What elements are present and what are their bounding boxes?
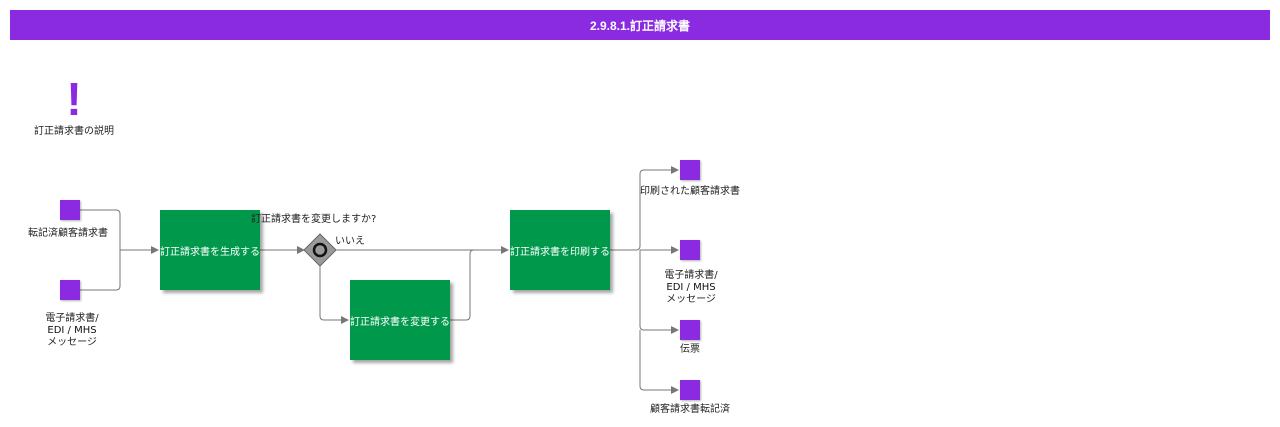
task-print[interactable]: 訂正請求書を印刷する <box>510 210 610 290</box>
diagram-title: 2.9.8.1.訂正請求書 <box>589 18 691 33</box>
connector-input1-to-generate <box>80 209 159 254</box>
connector-print-to-voucher <box>639 250 679 334</box>
connector-gateway-to-change <box>319 264 349 324</box>
data-object-voucher <box>680 320 700 340</box>
posted-invoice-label: 顧客請求書転記済 <box>650 404 730 415</box>
edi-input-line3: メッセージ <box>47 337 97 348</box>
gateway-question: 訂正請求書を変更しますか? <box>251 214 377 225</box>
edi-input-line1: 電子請求書/ <box>45 313 99 324</box>
task-change-label: 訂正請求書を変更する <box>350 316 450 328</box>
data-object-posted-invoice <box>680 380 700 400</box>
gateway-no-label: いいえ <box>335 236 365 247</box>
task-print-label: 訂正請求書を印刷する <box>510 246 610 258</box>
connector-change-to-print <box>450 249 475 321</box>
exclamation-icon: ! <box>66 73 82 125</box>
connector-print-to-printed <box>610 166 679 251</box>
converted-invoice-label: 転記済顧客請求書 <box>28 228 108 239</box>
decision-gateway <box>303 233 337 267</box>
edi-output-line2: EDI / MHS <box>666 282 716 293</box>
edi-output-line1: 電子請求書/ <box>664 270 718 281</box>
note-label: 訂正請求書の説明 <box>34 126 114 137</box>
connector-print-to-posted <box>639 330 679 394</box>
edi-input-line2: EDI / MHS <box>47 325 97 336</box>
edi-input-label: 電子請求書/ EDI / MHS メッセージ <box>45 313 98 349</box>
connector-input2-to-generate <box>80 250 121 291</box>
data-object-converted-invoice <box>60 200 80 220</box>
task-generate-label: 訂正請求書を生成する <box>160 246 260 258</box>
data-object-edi-input <box>60 280 80 300</box>
diagram-title-bar: 2.9.8.1.訂正請求書 <box>10 10 1270 40</box>
data-object-edi-output <box>680 240 700 260</box>
data-object-printed-invoice <box>680 160 700 180</box>
voucher-label: 伝票 <box>680 344 700 355</box>
edi-output-line3: メッセージ <box>666 294 716 305</box>
edi-output-label: 電子請求書/ EDI / MHS メッセージ <box>664 270 717 306</box>
printed-invoice-label: 印刷された顧客請求書 <box>640 186 740 197</box>
task-change[interactable]: 訂正請求書を変更する <box>350 280 450 360</box>
task-generate[interactable]: 訂正請求書を生成する <box>160 210 260 290</box>
